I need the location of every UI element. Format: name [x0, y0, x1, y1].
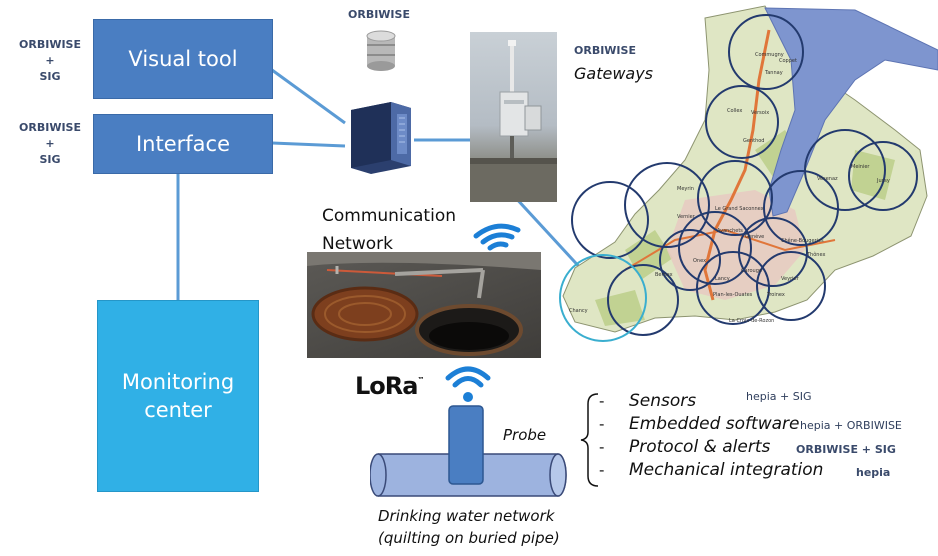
map-place: Meyrin [677, 186, 694, 192]
manhole-drawing [307, 252, 541, 356]
visual-tool-partner: ORBIWISE + SIG [14, 37, 86, 85]
partner-line: ORBIWISE [19, 38, 81, 51]
map-place: Commugny [755, 52, 784, 58]
map-place: Bernex [655, 272, 673, 278]
map-place: Jussy [876, 178, 890, 184]
task-dash: - [599, 415, 605, 433]
task-sensors: Sensors [629, 391, 697, 411]
coverage-circle [697, 160, 773, 236]
task-partner: hepia + ORBIWISE [800, 419, 902, 432]
map-place: Le Grand Saconnex [715, 206, 764, 212]
visual-tool-to-server-line [271, 68, 346, 125]
coverage-circle [756, 251, 826, 321]
task-embedded-software: Embedded software [629, 414, 800, 434]
task-partner: hepia [856, 466, 891, 479]
map-place: Plan-les-Ouates [713, 292, 753, 298]
map-place: Vernier [677, 214, 696, 220]
gateways-partner: ORBIWISE [574, 44, 636, 57]
monitoring-label-line1: Monitoring [121, 370, 235, 394]
manhole-photo [307, 252, 541, 358]
task-list-brace [580, 393, 599, 487]
coverage-circle [696, 251, 770, 325]
interface-label: Interface [135, 132, 231, 156]
map-place: Versoix [751, 110, 769, 116]
coverage-circle [705, 85, 779, 159]
map-place: Avanchets [717, 228, 743, 234]
map-place: Genthod [743, 138, 764, 144]
monitoring-center-box[interactable]: Monitoring center [97, 300, 259, 492]
task-protocol-alerts: Protocol & alerts [629, 437, 771, 457]
partner-line: + [45, 54, 55, 67]
map-place: Onex [693, 258, 706, 264]
monitoring-label-line2: center [144, 398, 212, 422]
wireless-signal-icon [473, 223, 521, 251]
task-mechanical-integration: Mechanical integration [629, 460, 824, 480]
map-place: Meinier [851, 164, 870, 170]
coverage-circle [804, 129, 886, 211]
communication-line1: Communication [322, 206, 456, 226]
coverage-circle [607, 264, 679, 336]
map-place: Tannay [764, 70, 783, 76]
task-partner: hepia + SIG [746, 390, 812, 403]
probe-signal-icon [445, 366, 491, 402]
water-line1: Drinking water network [378, 507, 555, 525]
server-partner: ORBIWISE [348, 8, 410, 21]
map-place: Thônex [806, 251, 825, 258]
map-place: Collex [727, 108, 742, 114]
gateway-antenna-icon [470, 40, 557, 202]
task-dash: - [599, 438, 605, 456]
coverage-circle [848, 141, 918, 211]
water-line2: (quilting on buried pipe) [378, 529, 560, 547]
communication-network-label: Communication Network [322, 202, 456, 258]
map-place: Coppet [779, 58, 797, 64]
map-place: La Croix-de-Rozon [729, 318, 774, 324]
probe-label: Probe [503, 426, 547, 444]
green-patches [595, 130, 895, 326]
task-partner: ORBIWISE + SIG [796, 443, 896, 456]
map-place: Chancy [569, 308, 588, 314]
partner-line: ORBIWISE [19, 121, 81, 134]
coverage-circle [571, 181, 649, 259]
database-icon [366, 30, 396, 71]
map-place: Troinex [766, 292, 785, 298]
communication-line2: Network [322, 234, 393, 254]
secondary-road [624, 228, 836, 271]
drinking-water-label: Drinking water network (quilting on buri… [378, 505, 560, 549]
coverage-circle [624, 162, 710, 248]
task-dash: - [599, 461, 605, 479]
map-place: Lancy [715, 276, 730, 282]
server-icon [351, 102, 411, 174]
gateway-photo [470, 32, 557, 202]
map-place: Carouge [741, 268, 762, 274]
partner-line: SIG [39, 70, 61, 83]
coverage-circle [659, 229, 721, 291]
highlighted-coverage-circle [559, 254, 647, 342]
coverage-circle [728, 14, 804, 90]
coverage-circle [763, 170, 839, 246]
interface-box[interactable]: Interface [93, 114, 273, 174]
lora-logo: LoRa™ [355, 372, 424, 400]
map-place: Genève [745, 233, 764, 240]
visual-tool-box[interactable]: Visual tool [93, 19, 273, 99]
lora-logo-text: LoRa [355, 372, 418, 400]
partner-line: SIG [39, 153, 61, 166]
map-place: Vésenaz [817, 175, 838, 182]
water-pipe-probe [370, 405, 567, 497]
geneva-map: Commugny Tannay Coppet Versoix Collex Ge… [559, 5, 938, 342]
task-dash: - [599, 392, 605, 410]
trademark-icon: ™ [417, 376, 424, 384]
interface-to-server-line [271, 141, 346, 148]
interface-partner: ORBIWISE + SIG [14, 120, 86, 168]
gateways-label: Gateways [574, 64, 654, 83]
map-place: Chêne-Bougeries [781, 237, 824, 244]
coverage-circle [678, 211, 752, 285]
visual-tool-label: Visual tool [128, 47, 238, 71]
partner-line: + [45, 137, 55, 150]
map-place: Veyrier [781, 276, 800, 282]
